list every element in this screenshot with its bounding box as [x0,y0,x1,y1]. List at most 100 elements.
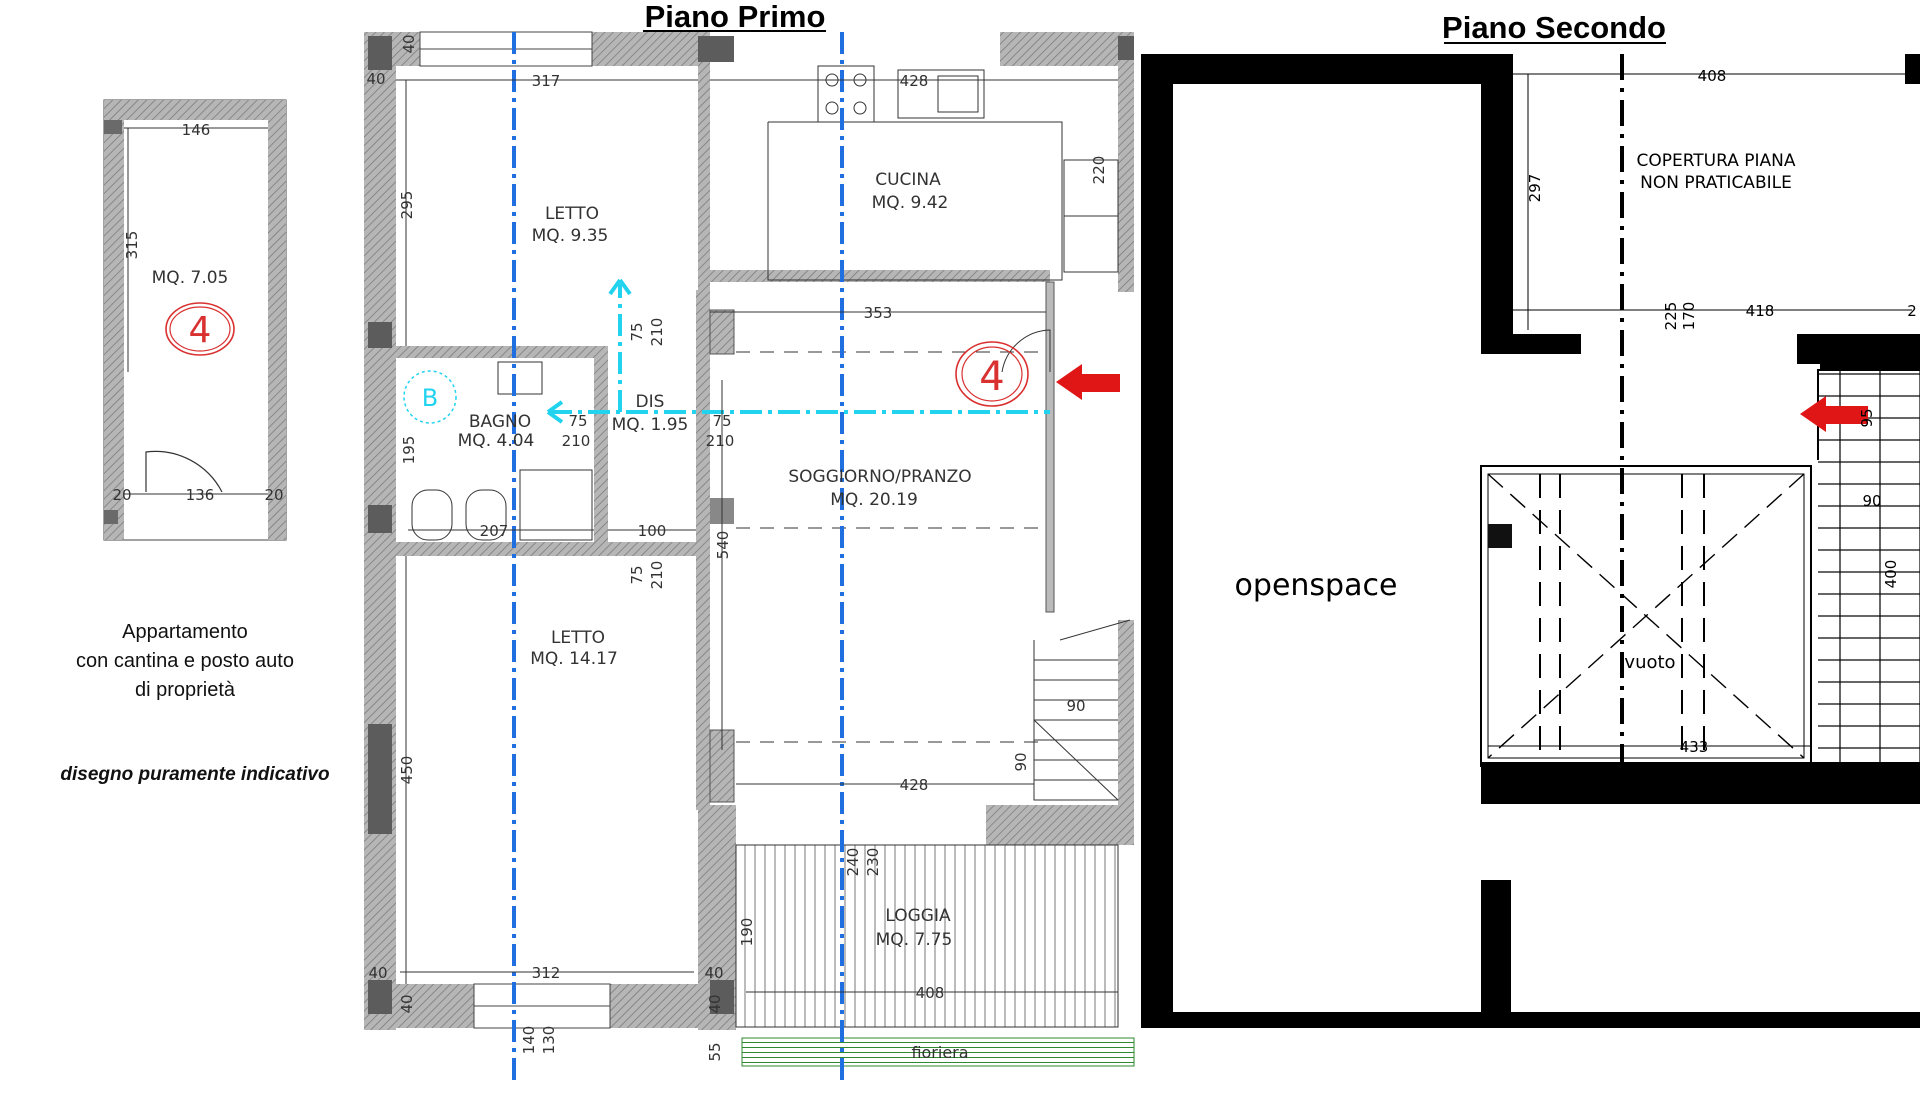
room-bagno-name: BAGNO [469,412,531,432]
cellar-dim-top: 146 [182,121,211,139]
dim-130: 130 [540,1026,558,1055]
sf-dim-297: 297 [1526,174,1544,203]
wall-loggia-north-east [986,805,1134,845]
void-inner [1487,473,1805,759]
kitchen-counter-outline [767,121,1063,281]
cooktop [817,65,875,123]
first-floor-plan: Piano Primo [364,0,1135,1080]
dim-210c: 210 [706,432,735,450]
dim-312: 312 [532,964,561,982]
unit-number: 4 [979,354,1004,400]
dim-75c: 75 [712,412,731,430]
room-loggia-name: LOGGIA [885,906,951,926]
dim-40c: 40 [368,964,387,982]
void-outline [1480,465,1812,767]
cellar-wall-right [268,100,286,540]
room-letto2-area: MQ. 14.17 [530,649,618,669]
first-floor-dimensions: 317 428 295 220 353 75 210 75 210 75 210… [366,34,1108,1061]
dim-408: 408 [916,984,945,1002]
dim-240: 240 [844,848,862,877]
toilet [411,489,453,541]
sf-dim-2b: 2 [1907,302,1917,320]
pillar-ne [1118,36,1134,60]
sf-dim-418: 418 [1746,302,1775,320]
openspace-label: openspace [1235,568,1398,603]
dim-210a: 210 [648,318,666,347]
void-label: vuoto [1624,652,1675,673]
room-letto1-name: LETTO [545,204,599,224]
room-loggia-area: MQ. 7.75 [876,930,953,950]
sf-wall-north [1141,54,1481,84]
washbasin [497,361,543,395]
dim-75b: 75 [568,412,587,430]
entrance-door-swing [1001,329,1051,373]
sf-dim-170: 170 [1680,302,1698,331]
pillar-nw [368,36,392,70]
kitchen-sink [897,69,985,119]
second-floor-title: Piano Secondo [1442,10,1666,45]
dim-75d: 75 [628,565,646,584]
dim-40d: 40 [398,994,416,1013]
dim-40e: 40 [704,964,723,982]
wall-letto-bagno [396,346,602,358]
bagno-marker-label: B [422,384,438,412]
wall-east-upper [1118,32,1134,292]
cellar-drain [104,510,118,524]
dim-195: 195 [400,436,418,465]
sf-staircase [1818,370,1920,762]
burner-4 [853,101,867,115]
pillar-w1 [368,322,392,348]
room-cucina-name: CUCINA [875,170,941,190]
dim-428-bottom: 428 [900,776,929,794]
route-arrow-west [546,400,564,424]
unit-marker-inner [961,346,1023,402]
dim-230: 230 [864,848,882,877]
cellar-unit-number: 4 [189,310,212,351]
pillar-sw [368,980,392,1014]
dim-428-top: 428 [900,72,929,90]
unit-marker-outer [955,341,1029,407]
cellar-area: MQ. 7.05 [152,268,229,288]
sf-wall-west [1141,54,1173,1027]
sf-dim-400: 400 [1882,560,1900,589]
sf-wall-terrace-south-1 [1481,334,1581,354]
second-floor-plan: Piano Secondo COPERTURA PIANA NON PRATIC… [1141,10,1920,1028]
cellar-dim-side: 315 [123,231,141,260]
pillar-w3 [368,724,392,834]
room-soggiorno-area: MQ. 20.19 [830,490,918,510]
wall-north-1 [592,32,702,66]
wall-kitchen-south [710,270,1050,282]
dim-140: 140 [520,1026,538,1055]
bidet [465,489,507,541]
sf-dim-95: 95 [1858,408,1876,427]
sf-dim-408: 408 [1698,67,1727,85]
room-letto2-name: LETTO [551,628,605,648]
fioriera-box [741,1037,1135,1067]
dim-90b: 90 [1012,752,1030,771]
sf-wall-ne [1905,54,1920,84]
dim-100: 100 [638,522,667,540]
kitchen-sink-bowl [937,75,979,113]
sf-wall-terrace-west [1481,54,1513,354]
dim-220: 220 [1090,156,1108,185]
wall-east-lower [1118,620,1134,845]
wall-internal-kitchen-west [698,32,710,362]
cellar-unit-marker-outer [165,302,235,356]
second-floor-dimensions: 408 297 418 225 170 433 90 95 400 2 2 [1526,66,1917,756]
cellar-dim-right: 20 [264,486,283,504]
pillar-s [710,980,734,1014]
sf-dim-90: 90 [1862,492,1881,510]
void-chimney [1488,524,1512,548]
roof-label-line1: COPERTURA PIANA [1636,151,1795,171]
dim-207: 207 [480,522,509,540]
fioriera-label: fioriera [911,1043,968,1062]
note-apartment-line1: Appartamento [122,621,248,643]
sf-dim-433: 433 [1680,738,1709,756]
dim-75a: 75 [628,322,646,341]
note-apartment-line2: con cantina e posto auto [76,650,294,672]
cellar-door-swing [145,450,223,493]
loggia-floor [735,844,1119,1028]
dim-40f: 40 [706,994,724,1013]
dim-210d: 210 [648,561,666,590]
